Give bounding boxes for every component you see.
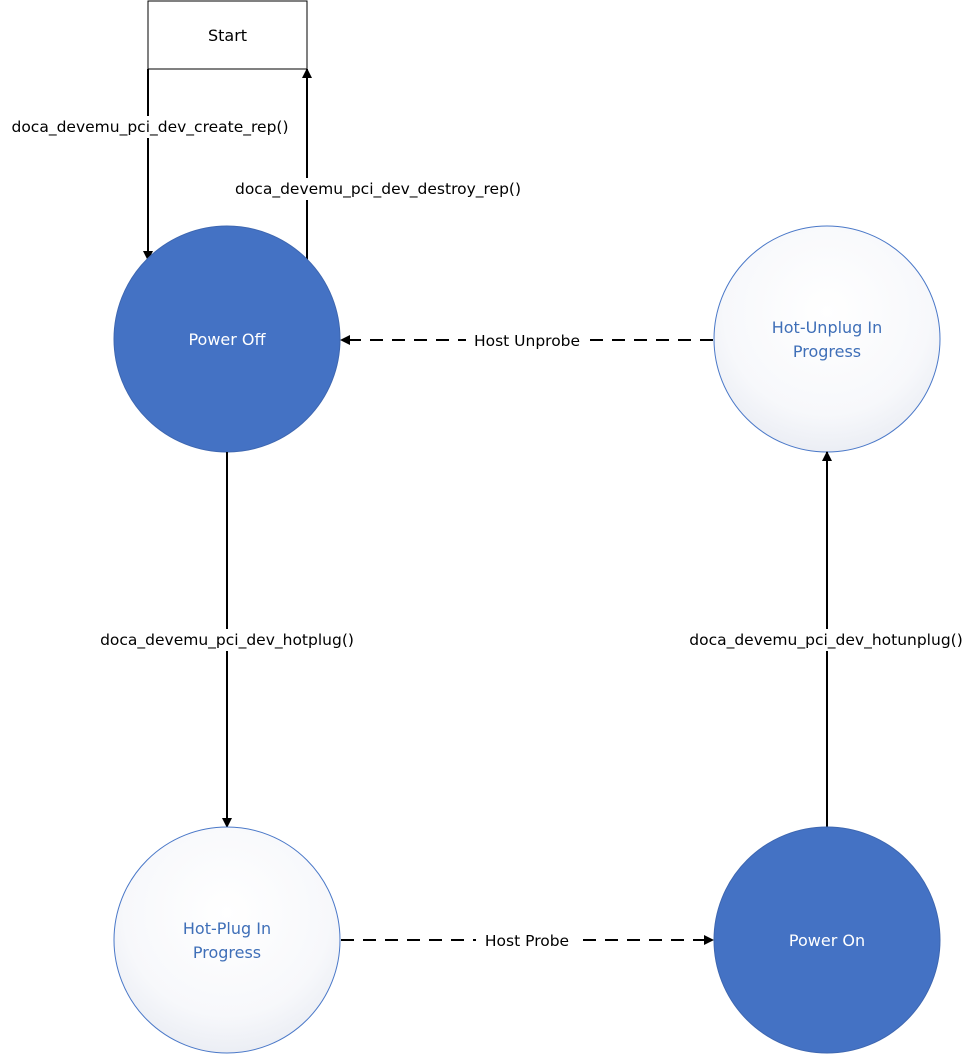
hot-unplug-state: Hot-Unplug In Progress <box>713 225 941 453</box>
hot-unplug-label-line2: Progress <box>793 342 861 361</box>
power-off-state: Power Off <box>113 225 341 453</box>
start-state: Start <box>147 0 308 70</box>
hot-plug-label-line1: Hot-Plug In <box>183 919 271 938</box>
power-on-label: Power On <box>789 931 865 950</box>
host-probe-label: Host Probe <box>485 932 569 950</box>
hotplug-label: doca_devemu_pci_dev_hotplug() <box>100 631 354 650</box>
power-on-state: Power On <box>713 826 941 1054</box>
host-unprobe-label: Host Unprobe <box>474 332 580 350</box>
destroy-rep-label: doca_devemu_pci_dev_destroy_rep() <box>235 180 521 199</box>
create-rep-label: doca_devemu_pci_dev_create_rep() <box>11 118 288 137</box>
hot-plug-label-line2: Progress <box>193 943 261 962</box>
hot-unplug-label-line1: Hot-Unplug In <box>772 318 883 337</box>
start-state-label: Start <box>208 26 247 45</box>
power-off-label: Power Off <box>188 330 266 349</box>
hotunplug-label: doca_devemu_pci_dev_hotunplug() <box>689 631 963 650</box>
hot-plug-state: Hot-Plug In Progress <box>113 826 341 1054</box>
